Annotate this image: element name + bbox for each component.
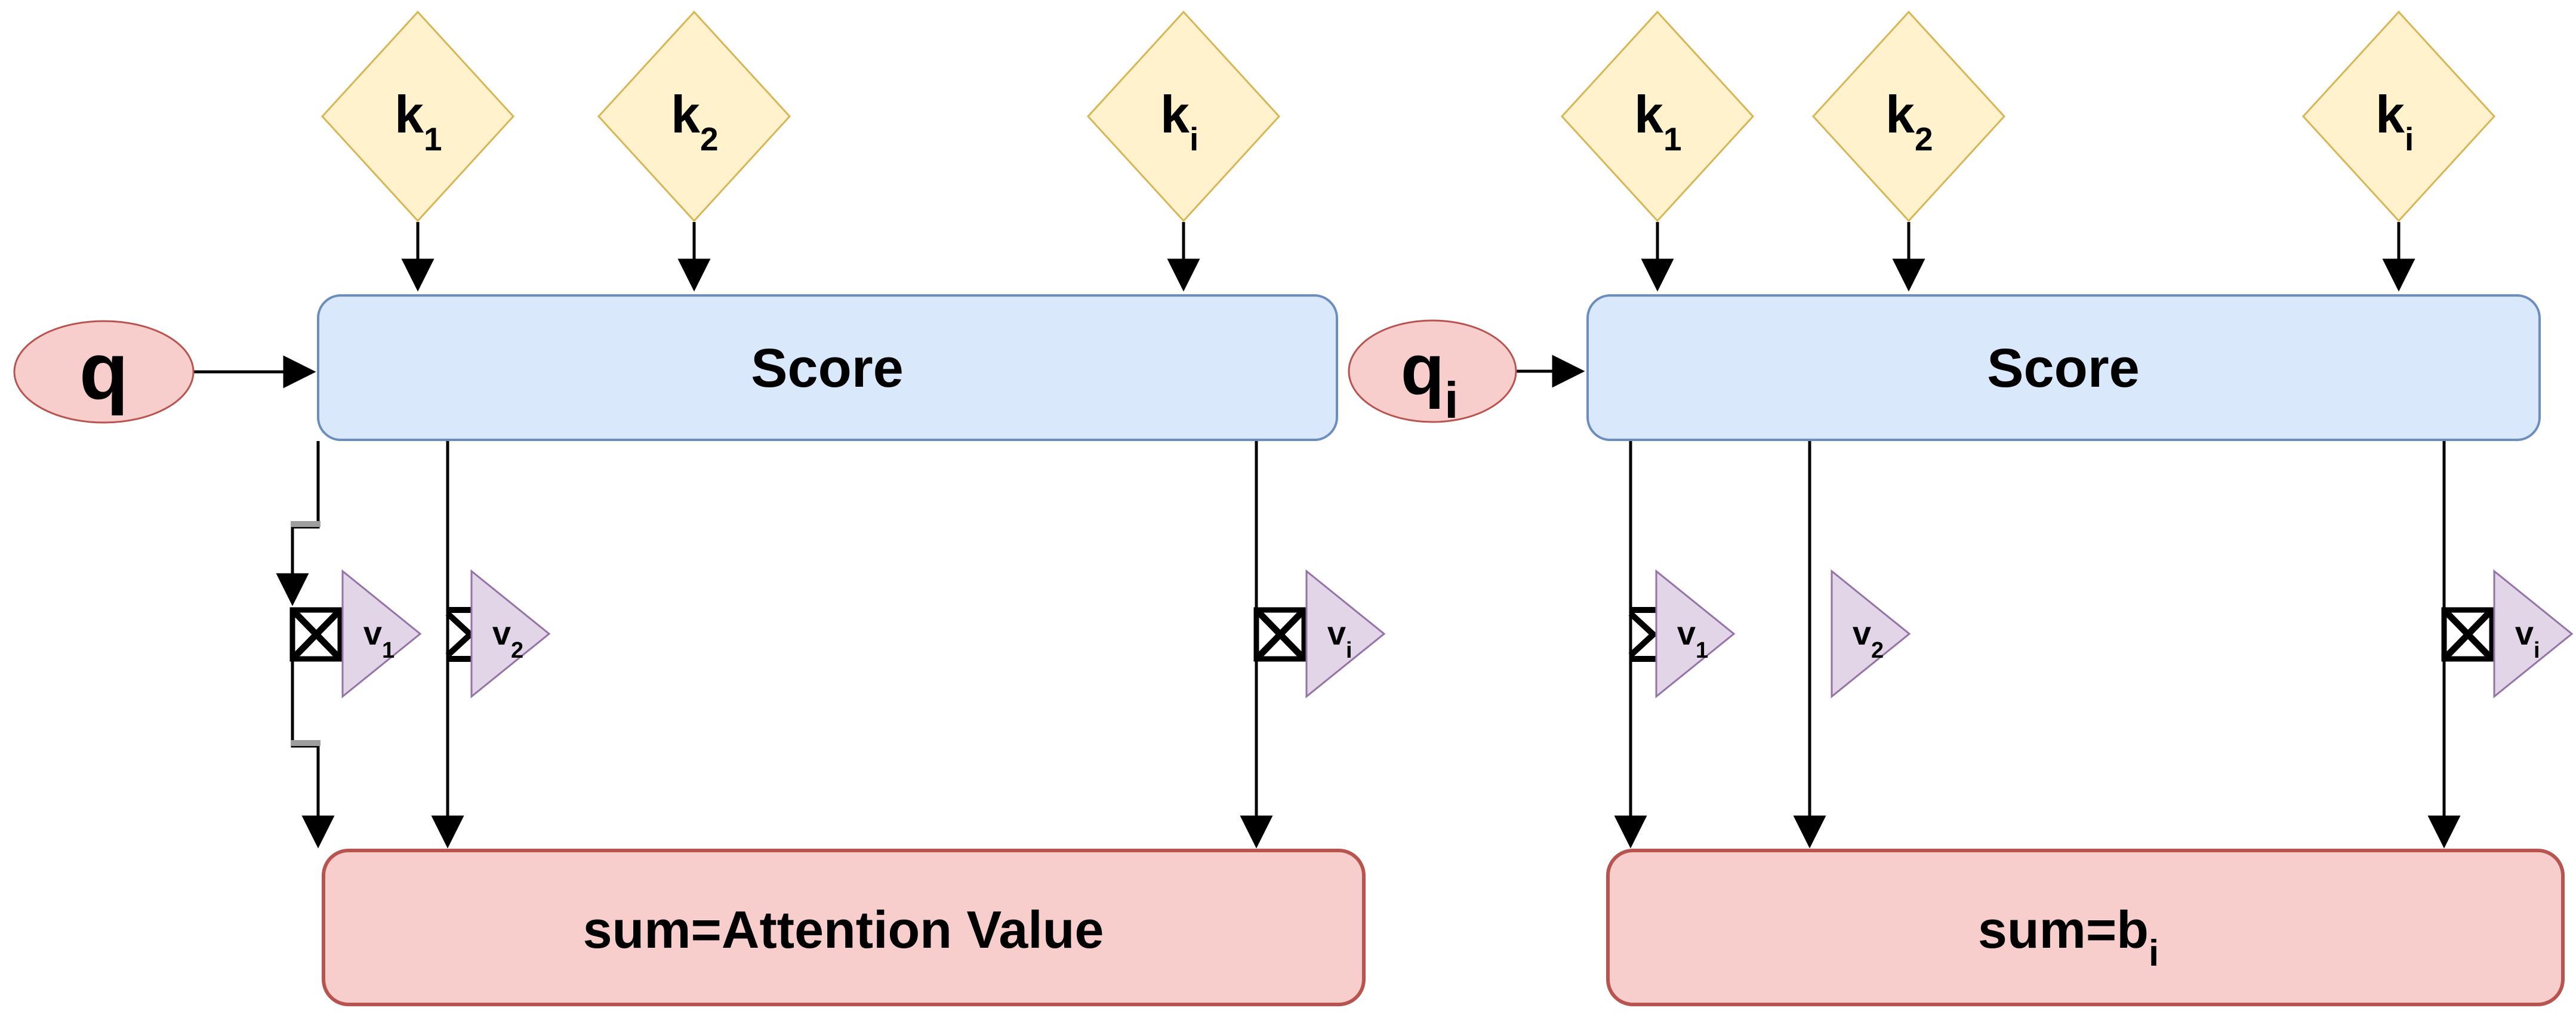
- score-box-left: Score: [317, 294, 1338, 441]
- value-node-v2-right: v 2: [1831, 569, 1911, 699]
- multiply-icon: [1253, 607, 1307, 662]
- key-diamond: [1560, 10, 1755, 223]
- key-node-k2-right: k 2: [1811, 10, 2006, 223]
- value-label-subscript: i: [1346, 638, 1352, 663]
- value-triangle: [2493, 569, 2574, 699]
- key-node-ki-right: k i: [2301, 10, 2496, 223]
- value-label: v: [1327, 614, 1346, 652]
- multiply-icon: [2441, 607, 2495, 662]
- score-label: Score: [1987, 338, 2140, 399]
- query-label: q: [1401, 329, 1444, 409]
- key-diamond: [597, 10, 791, 223]
- key-label: k: [1634, 85, 1664, 144]
- value-label: v: [1677, 614, 1696, 652]
- query-label: q: [79, 326, 128, 416]
- key-label-subscript: i: [2405, 121, 2414, 158]
- query-node-right: q i: [1348, 319, 1517, 429]
- score-label: Score: [751, 338, 904, 399]
- key-label-subscript: 2: [1915, 121, 1933, 158]
- key-label: k: [671, 85, 701, 144]
- sum-rect: [1606, 849, 2565, 1006]
- multiply-icon: [289, 607, 343, 662]
- value-label-subscript: i: [2534, 638, 2540, 663]
- key-label: k: [2375, 85, 2405, 144]
- key-label-subscript: 1: [1663, 121, 1682, 158]
- value-triangle: [470, 569, 551, 699]
- key-label-subscript: 2: [700, 121, 719, 158]
- sum-label: sum=b: [1978, 900, 2149, 959]
- value-label-subscript: 1: [1696, 638, 1708, 663]
- sum-label: sum=Attention Value: [583, 900, 1104, 959]
- key-node-k2-left: k 2: [597, 10, 791, 223]
- multiply-icon-half: [445, 607, 475, 662]
- value-label: v: [492, 614, 511, 652]
- key-node-ki-left: k i: [1086, 10, 1281, 223]
- key-diamond: [2301, 10, 2496, 223]
- key-diamond: [1811, 10, 2006, 223]
- sum-box-right: sum=b i: [1606, 849, 2565, 1006]
- sum-box-left: sum=Attention Value: [322, 849, 1366, 1006]
- value-triangle: [341, 569, 422, 699]
- query-ellipse: [13, 320, 195, 424]
- value-label-subscript: 2: [1871, 638, 1884, 663]
- query-ellipse: [1348, 319, 1517, 423]
- key-diamond: [1086, 10, 1281, 223]
- value-label-subscript: 2: [511, 638, 523, 663]
- key-label-subscript: 1: [424, 121, 442, 158]
- key-label-subscript: i: [1190, 121, 1198, 158]
- value-node-v2-left: v 2: [470, 569, 551, 699]
- score-rect: [317, 294, 1338, 441]
- edge-mult-v1-to-sum-left: [291, 660, 335, 849]
- value-triangle: [1305, 569, 1386, 699]
- value-node-v1-right: v 1: [1655, 569, 1736, 699]
- value-triangle: [1655, 569, 1736, 699]
- query-node-left: q: [13, 320, 195, 424]
- key-node-k1-left: k 1: [321, 10, 515, 223]
- key-diamond: [321, 10, 515, 223]
- sum-rect: [322, 849, 1366, 1006]
- score-rect: [1586, 294, 2541, 441]
- value-label: v: [363, 614, 382, 652]
- key-label: k: [1885, 85, 1915, 144]
- value-node-vi-left: v i: [1305, 569, 1386, 699]
- multiply-icon-half: [1628, 607, 1658, 662]
- key-node-k1-right: k 1: [1560, 10, 1755, 223]
- key-label: k: [1160, 85, 1190, 144]
- value-node-vi-right: v i: [2493, 569, 2574, 699]
- query-label-subscript: i: [1444, 372, 1459, 429]
- sum-label-subscript: i: [2149, 933, 2159, 974]
- value-triangle: [1831, 569, 1911, 699]
- value-label-subscript: 1: [382, 638, 395, 663]
- value-label: v: [1853, 614, 1871, 652]
- value-node-v1-left: v 1: [341, 569, 422, 699]
- value-label: v: [2515, 614, 2534, 652]
- line-jump-marker: [291, 740, 321, 746]
- score-box-right: Score: [1586, 294, 2541, 441]
- line-jump-marker: [291, 521, 321, 527]
- key-label: k: [395, 85, 424, 144]
